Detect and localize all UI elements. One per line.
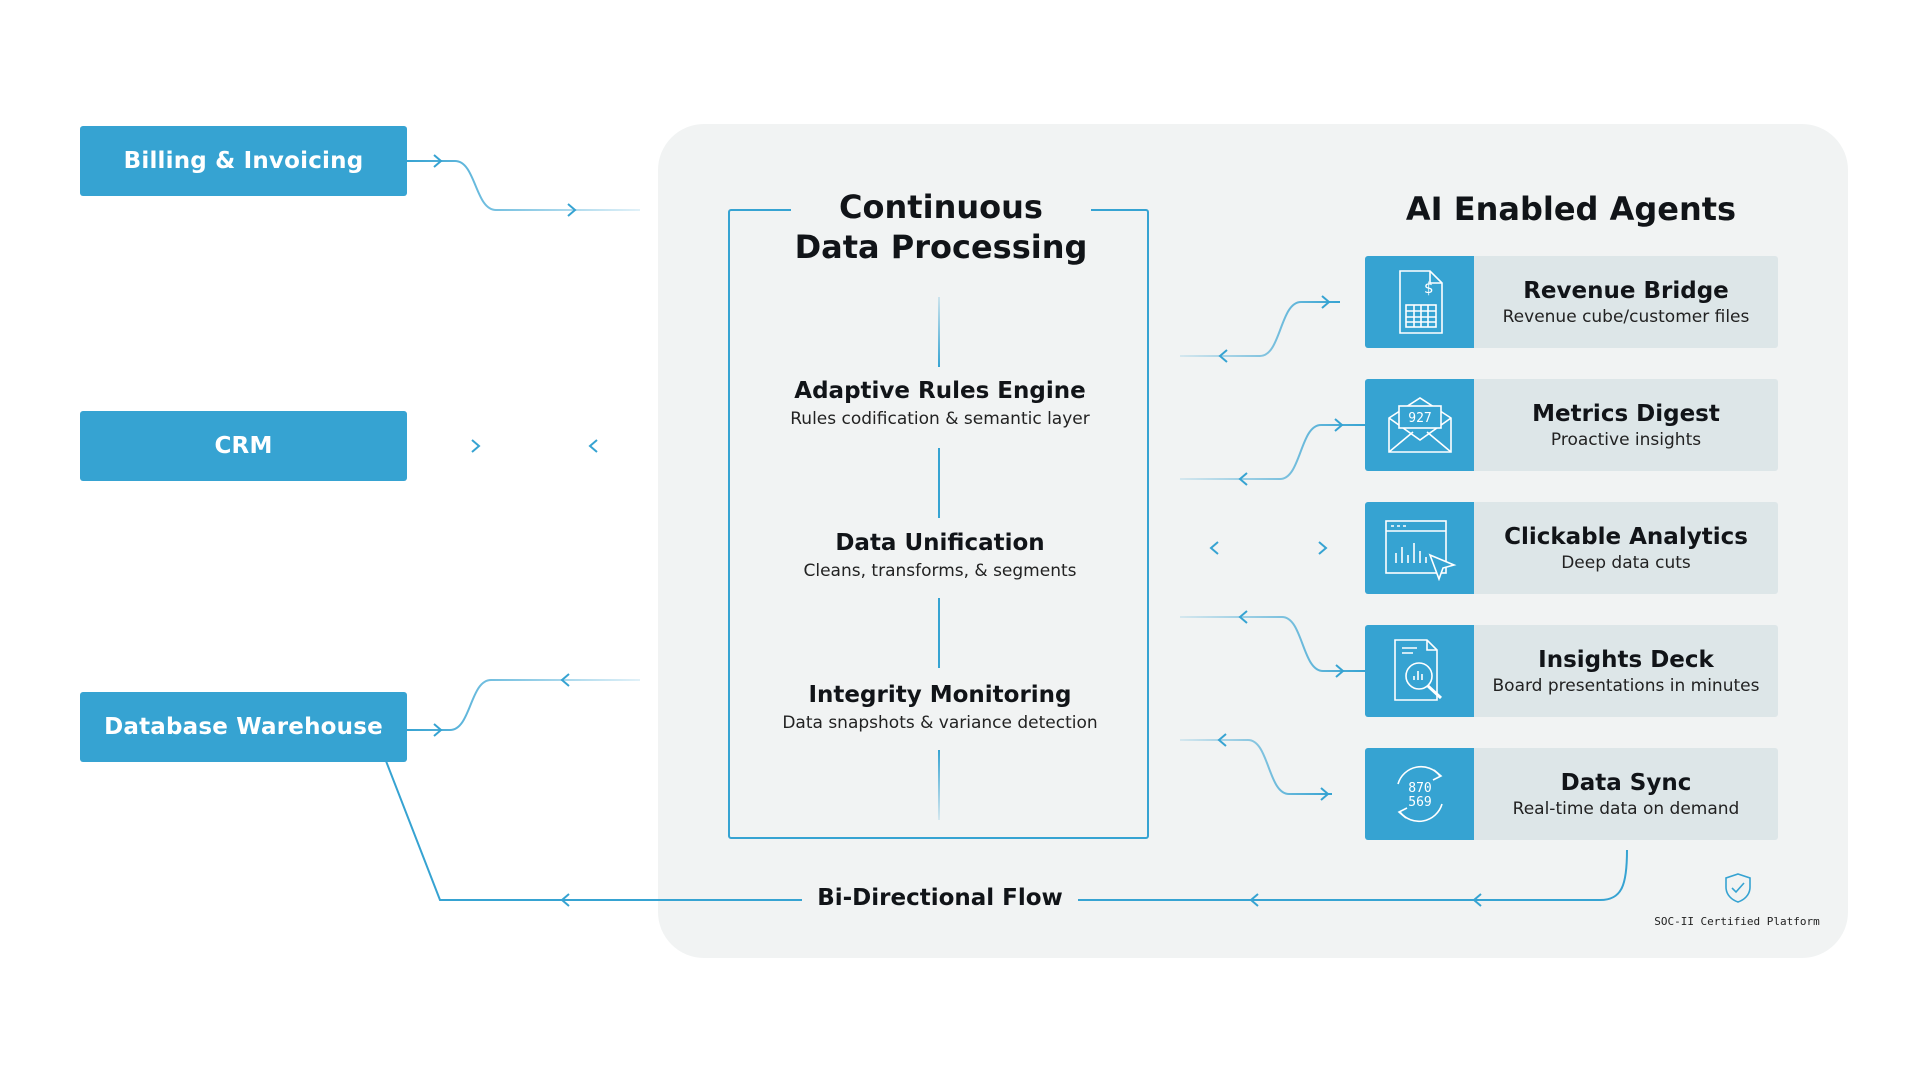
agent-connector-1	[1180, 301, 1340, 357]
bidir-right-line	[1078, 849, 1628, 901]
agent-arrow-5	[1217, 733, 1330, 801]
agent-clickable-analytics: Clickable Analytics Deep data cuts	[1365, 502, 1778, 594]
agent-connector-4	[1180, 616, 1365, 672]
soc-certification-label: SOC-II Certified Platform	[1654, 915, 1820, 928]
warehouse-connector	[407, 679, 640, 731]
envelope-icon-number: 927	[1408, 411, 1431, 426]
crm-arrow	[471, 439, 598, 453]
document-magnifier-chart-icon	[1393, 639, 1442, 701]
shield-check-icon	[1725, 873, 1751, 903]
agent-insights-deck: Insights Deck Board presentations in min…	[1365, 625, 1778, 717]
agent-revenue-bridge: $ Revenue Bridge Revenue cube/customer f…	[1365, 256, 1778, 348]
bidir-right-arrow	[1249, 893, 1482, 907]
agent-data-sync: 870 569 Data Sync Real-time data on dema…	[1365, 748, 1778, 840]
billing-arrow	[433, 154, 577, 217]
chart-window-cursor-icon	[1384, 520, 1456, 581]
agent-arrow-1	[1218, 295, 1331, 363]
process-divider-3	[938, 598, 940, 668]
sync-circle-icon: 870 569	[1396, 765, 1443, 823]
spreadsheet-dollar-icon: $	[1398, 270, 1443, 334]
process-divider-2	[938, 448, 940, 518]
agent-metrics-digest: 927 Metrics Digest Proactive insights	[1365, 379, 1778, 471]
sync-icon-number-1: 870	[1408, 781, 1431, 796]
svg-text:$: $	[1424, 279, 1434, 297]
step-integrity-monitoring: Integrity Monitoring Data snapshots & va…	[782, 682, 1098, 733]
step-data-unification: Data Unification Cleans, transforms, & s…	[803, 530, 1077, 581]
bidir-left-arrow	[560, 893, 570, 907]
sync-icon-number-2: 569	[1408, 795, 1431, 810]
agent-connector-5	[1180, 739, 1332, 795]
source-crm: CRM	[80, 411, 407, 481]
source-billing-invoicing: Billing & Invoicing	[80, 126, 407, 196]
processing-title: Continuous Data Processing	[791, 187, 1091, 267]
bidirectional-flow-label: Bi-Directional Flow	[817, 885, 1063, 911]
process-divider-4	[938, 750, 940, 820]
envelope-metrics-icon: 927	[1387, 397, 1452, 453]
bidir-left-line	[385, 760, 802, 901]
agent-connector-2	[1180, 424, 1365, 480]
agent-arrow-3	[1209, 541, 1328, 555]
process-divider-1	[938, 297, 940, 367]
agent-arrow-4	[1238, 610, 1345, 678]
source-database-warehouse: Database Warehouse	[80, 692, 407, 762]
agent-arrow-2	[1238, 418, 1344, 486]
agents-title: AI Enabled Agents	[1405, 190, 1737, 228]
warehouse-arrow	[433, 673, 570, 737]
step-adaptive-rules-engine: Adaptive Rules Engine Rules codification…	[790, 378, 1090, 429]
billing-connector	[407, 160, 640, 211]
